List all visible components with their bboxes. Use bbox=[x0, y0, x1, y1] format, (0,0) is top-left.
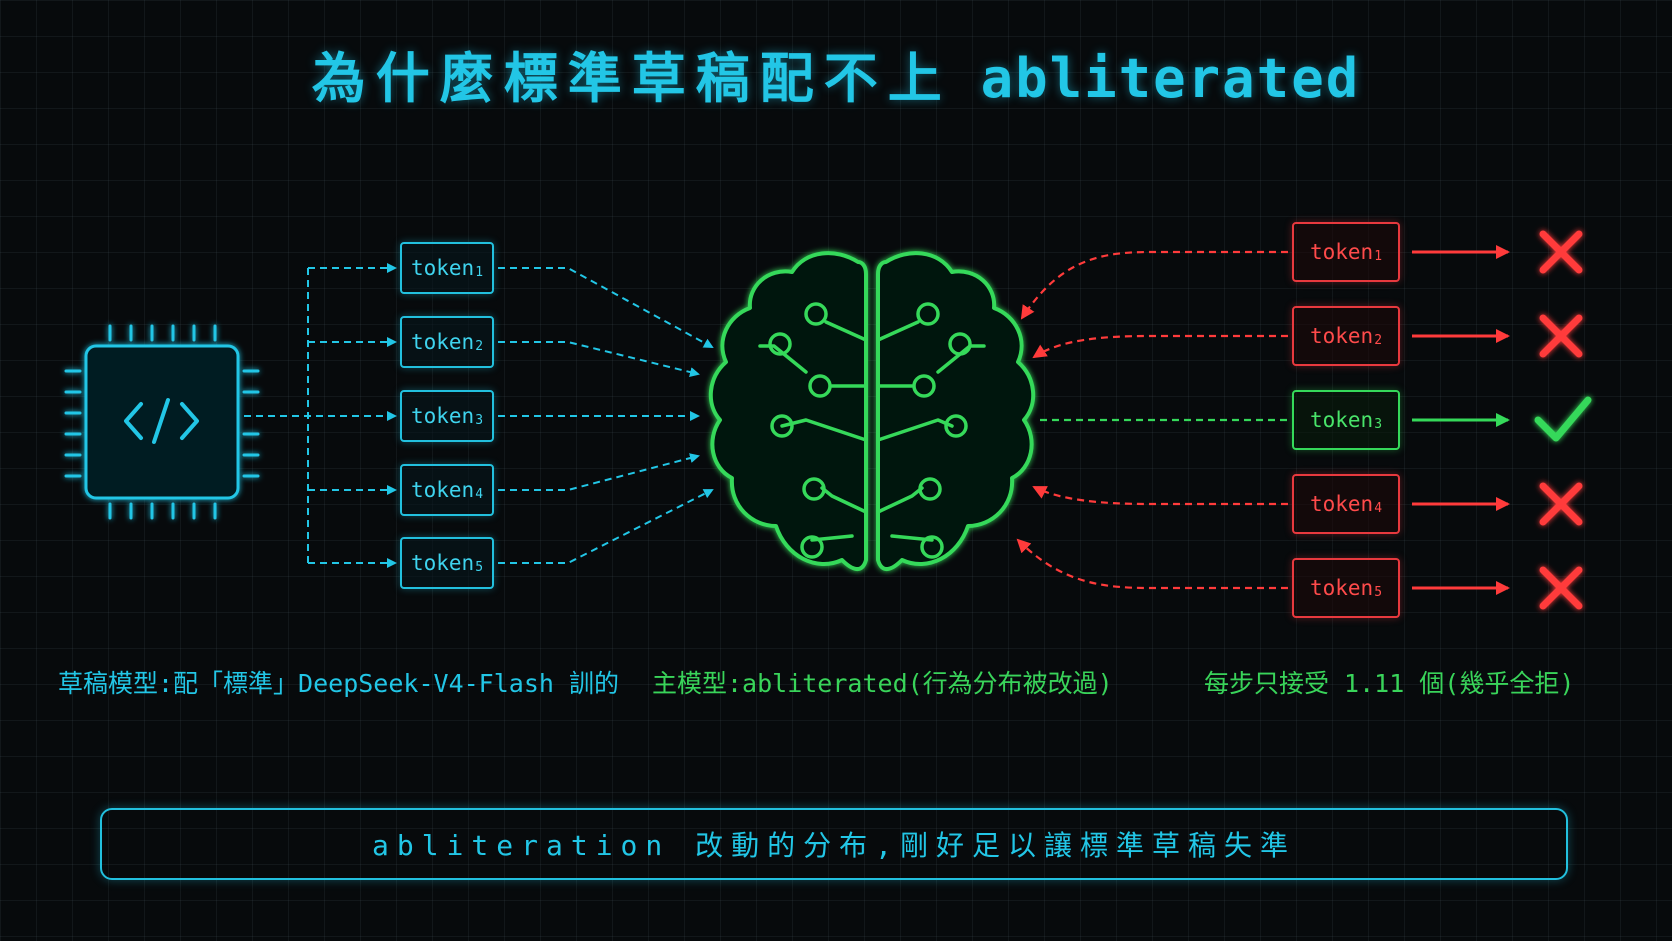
token-label: token bbox=[1309, 576, 1374, 600]
reject-arrow-1 bbox=[1020, 250, 1288, 320]
title-zh: 為什麼標準草稿配不上 bbox=[311, 47, 952, 110]
token-index: 5 bbox=[475, 559, 484, 575]
left-circuits bbox=[758, 302, 868, 559]
token-label: token bbox=[1309, 492, 1374, 516]
code-chip-icon bbox=[64, 324, 260, 520]
draft-arrow-4 bbox=[498, 453, 700, 491]
draft-arrow-5 bbox=[498, 489, 714, 564]
cross-icon bbox=[1539, 566, 1583, 610]
token-index: 1 bbox=[475, 264, 484, 280]
right-circuits bbox=[876, 302, 986, 559]
token-index: 2 bbox=[475, 338, 484, 354]
page-title: 為什麼標準草稿配不上 abliterated bbox=[0, 34, 1672, 113]
token-index: 4 bbox=[475, 486, 484, 502]
reject-arrow-4 bbox=[1032, 486, 1288, 506]
draft-to-main-arrows bbox=[498, 267, 714, 564]
token-index: 3 bbox=[475, 412, 484, 428]
summary-text: abliteration 改動的分布,剛好足以讓標準草稿失準 bbox=[371, 829, 1296, 862]
verdict-arrows bbox=[1412, 245, 1510, 595]
token-label: token bbox=[1309, 408, 1374, 432]
summary-banner: abliteration 改動的分布,剛好足以讓標準草稿失準 bbox=[100, 808, 1568, 880]
token-label: token bbox=[410, 551, 475, 575]
token-index: 1 bbox=[1374, 248, 1383, 264]
result-caption: 每步只接受 1.11 個(幾乎全拒) bbox=[1204, 669, 1575, 698]
reject-arrow-5 bbox=[1016, 538, 1288, 590]
draft-caption: 草稿模型:配「標準」DeepSeek-V4-Flash 訓的 bbox=[58, 669, 619, 698]
token-index: 3 bbox=[1374, 416, 1383, 432]
token-label: token bbox=[410, 256, 475, 280]
check-icon bbox=[1534, 396, 1592, 442]
token-label: token bbox=[1309, 240, 1374, 264]
token-label: token bbox=[410, 404, 475, 428]
reject-arrow-2 bbox=[1032, 334, 1288, 359]
cross-icon bbox=[1539, 314, 1583, 358]
draft-arrow-1 bbox=[498, 267, 714, 348]
token-index: 4 bbox=[1374, 500, 1383, 516]
token-label: token bbox=[410, 478, 475, 502]
token-index: 2 bbox=[1374, 332, 1383, 348]
token-label: token bbox=[410, 330, 475, 354]
token-label: token bbox=[1309, 324, 1374, 348]
circuit-brain-icon bbox=[708, 251, 1036, 571]
main-caption: 主模型:abliterated(行為分布被改過) bbox=[652, 669, 1113, 698]
token-index: 5 bbox=[1374, 584, 1383, 600]
cross-icon bbox=[1539, 482, 1583, 526]
draft-arrow-2 bbox=[498, 341, 700, 377]
rejection-arrows bbox=[1016, 250, 1288, 590]
title-latin: abliterated bbox=[980, 47, 1361, 110]
cross-icon bbox=[1539, 230, 1583, 274]
draft-fanout-connectors bbox=[244, 263, 397, 568]
